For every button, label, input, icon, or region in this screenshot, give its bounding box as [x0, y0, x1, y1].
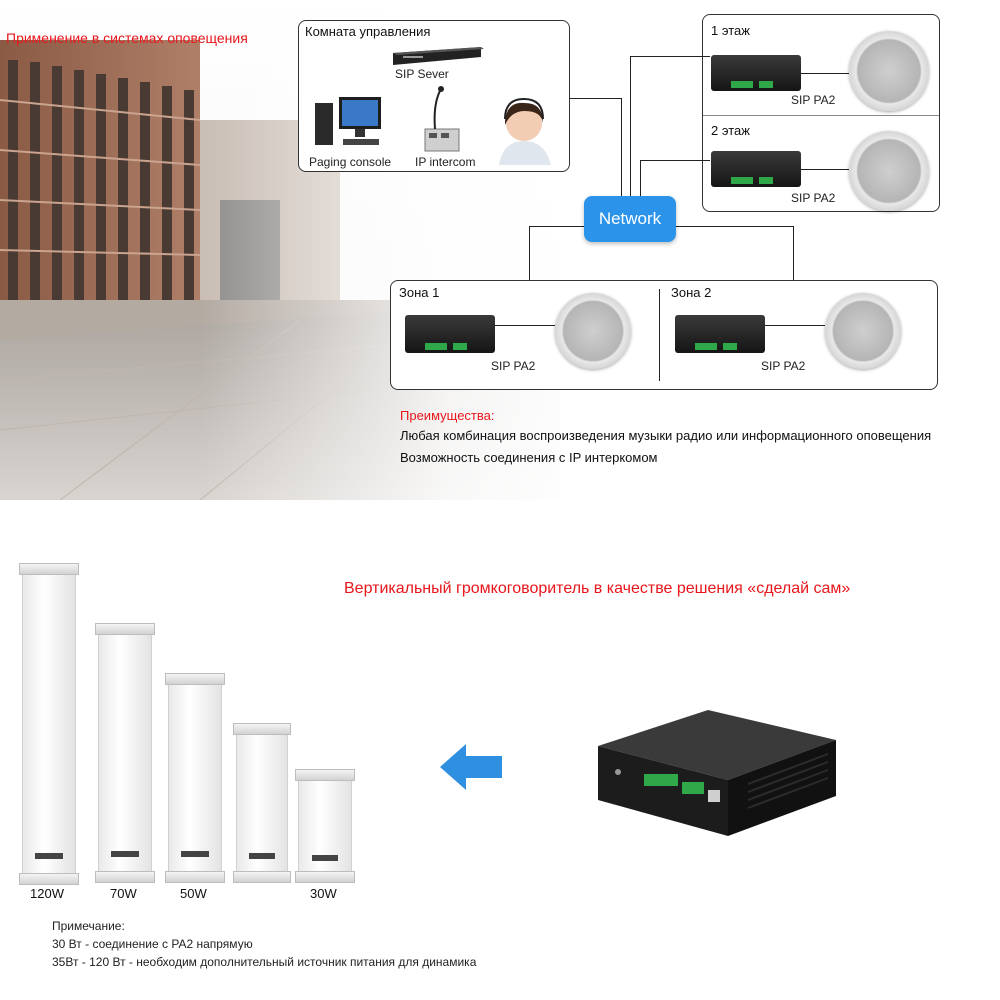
control-room-title: Комната управления	[305, 24, 431, 39]
floor-2-title: 2 этаж	[711, 123, 750, 138]
server-label: SIP Sever	[395, 67, 449, 81]
zone-2-device-label: SIP PA2	[761, 359, 806, 373]
operator-icon	[499, 97, 551, 165]
zones-box: Зона 1 SIP PA2 Зона 2 SIP PA2	[390, 280, 938, 390]
control-room-box: Комната управления SIP Sever Paging cons…	[298, 20, 570, 172]
floor-2-device-label: SIP PA2	[791, 191, 836, 205]
solution-headline: Вертикальный громкоговоритель в качестве…	[344, 580, 851, 597]
amplifier-icon	[405, 315, 495, 353]
zone-1-title: Зона 1	[399, 285, 440, 300]
scene-title: Применение в системах оповещения	[6, 30, 248, 46]
watt-label-50w: 50W	[180, 886, 207, 901]
column-speaker-30w	[295, 769, 355, 883]
advantage-item: Возможность соединения с IP интеркомом	[400, 450, 658, 465]
watt-label-70w: 70W	[110, 886, 137, 901]
server-icon	[393, 47, 484, 65]
floor-1-title: 1 этаж	[711, 23, 750, 38]
ceiling-speaker-icon	[849, 31, 929, 111]
computer-icon	[315, 97, 381, 145]
ip-intercom-label: IP intercom	[415, 155, 476, 169]
amplifier-icon	[675, 315, 765, 353]
note-line: 30 Вт - соединение с PA2 напрямую	[52, 937, 253, 951]
zone-2-title: Зона 2	[671, 285, 712, 300]
note-title: Примечание:	[52, 919, 125, 933]
note-line: 35Вт - 120 Вт - необходим дополнительный…	[52, 955, 477, 969]
ceiling-speaker-icon	[555, 293, 631, 369]
column-speaker-70w	[95, 623, 155, 883]
floor-1-device-label: SIP PA2	[791, 93, 836, 107]
pa2-device-image	[598, 710, 836, 836]
column-speaker-120w	[19, 563, 79, 885]
arrow-left-icon	[440, 744, 502, 790]
watt-label-30w: 30W	[310, 886, 337, 901]
amplifier-icon	[711, 55, 801, 91]
ceiling-speaker-icon	[849, 131, 929, 211]
amplifier-icon	[711, 151, 801, 187]
microphone-icon	[424, 86, 460, 152]
ceiling-speaker-icon	[825, 293, 901, 369]
column-speaker-40w	[233, 723, 291, 883]
floors-box: 1 этаж SIP PA2 2 этаж SIP PA2	[702, 14, 940, 212]
column-speaker-50w	[165, 673, 225, 883]
advantage-item: Любая комбинация воспроизведения музыки …	[400, 428, 932, 443]
network-node: Network	[584, 196, 676, 242]
advantages-title: Преимущества:	[400, 408, 495, 423]
watt-label-120w: 120W	[30, 886, 64, 901]
paging-console-label: Paging console	[309, 155, 392, 169]
zone-1-device-label: SIP PA2	[491, 359, 536, 373]
